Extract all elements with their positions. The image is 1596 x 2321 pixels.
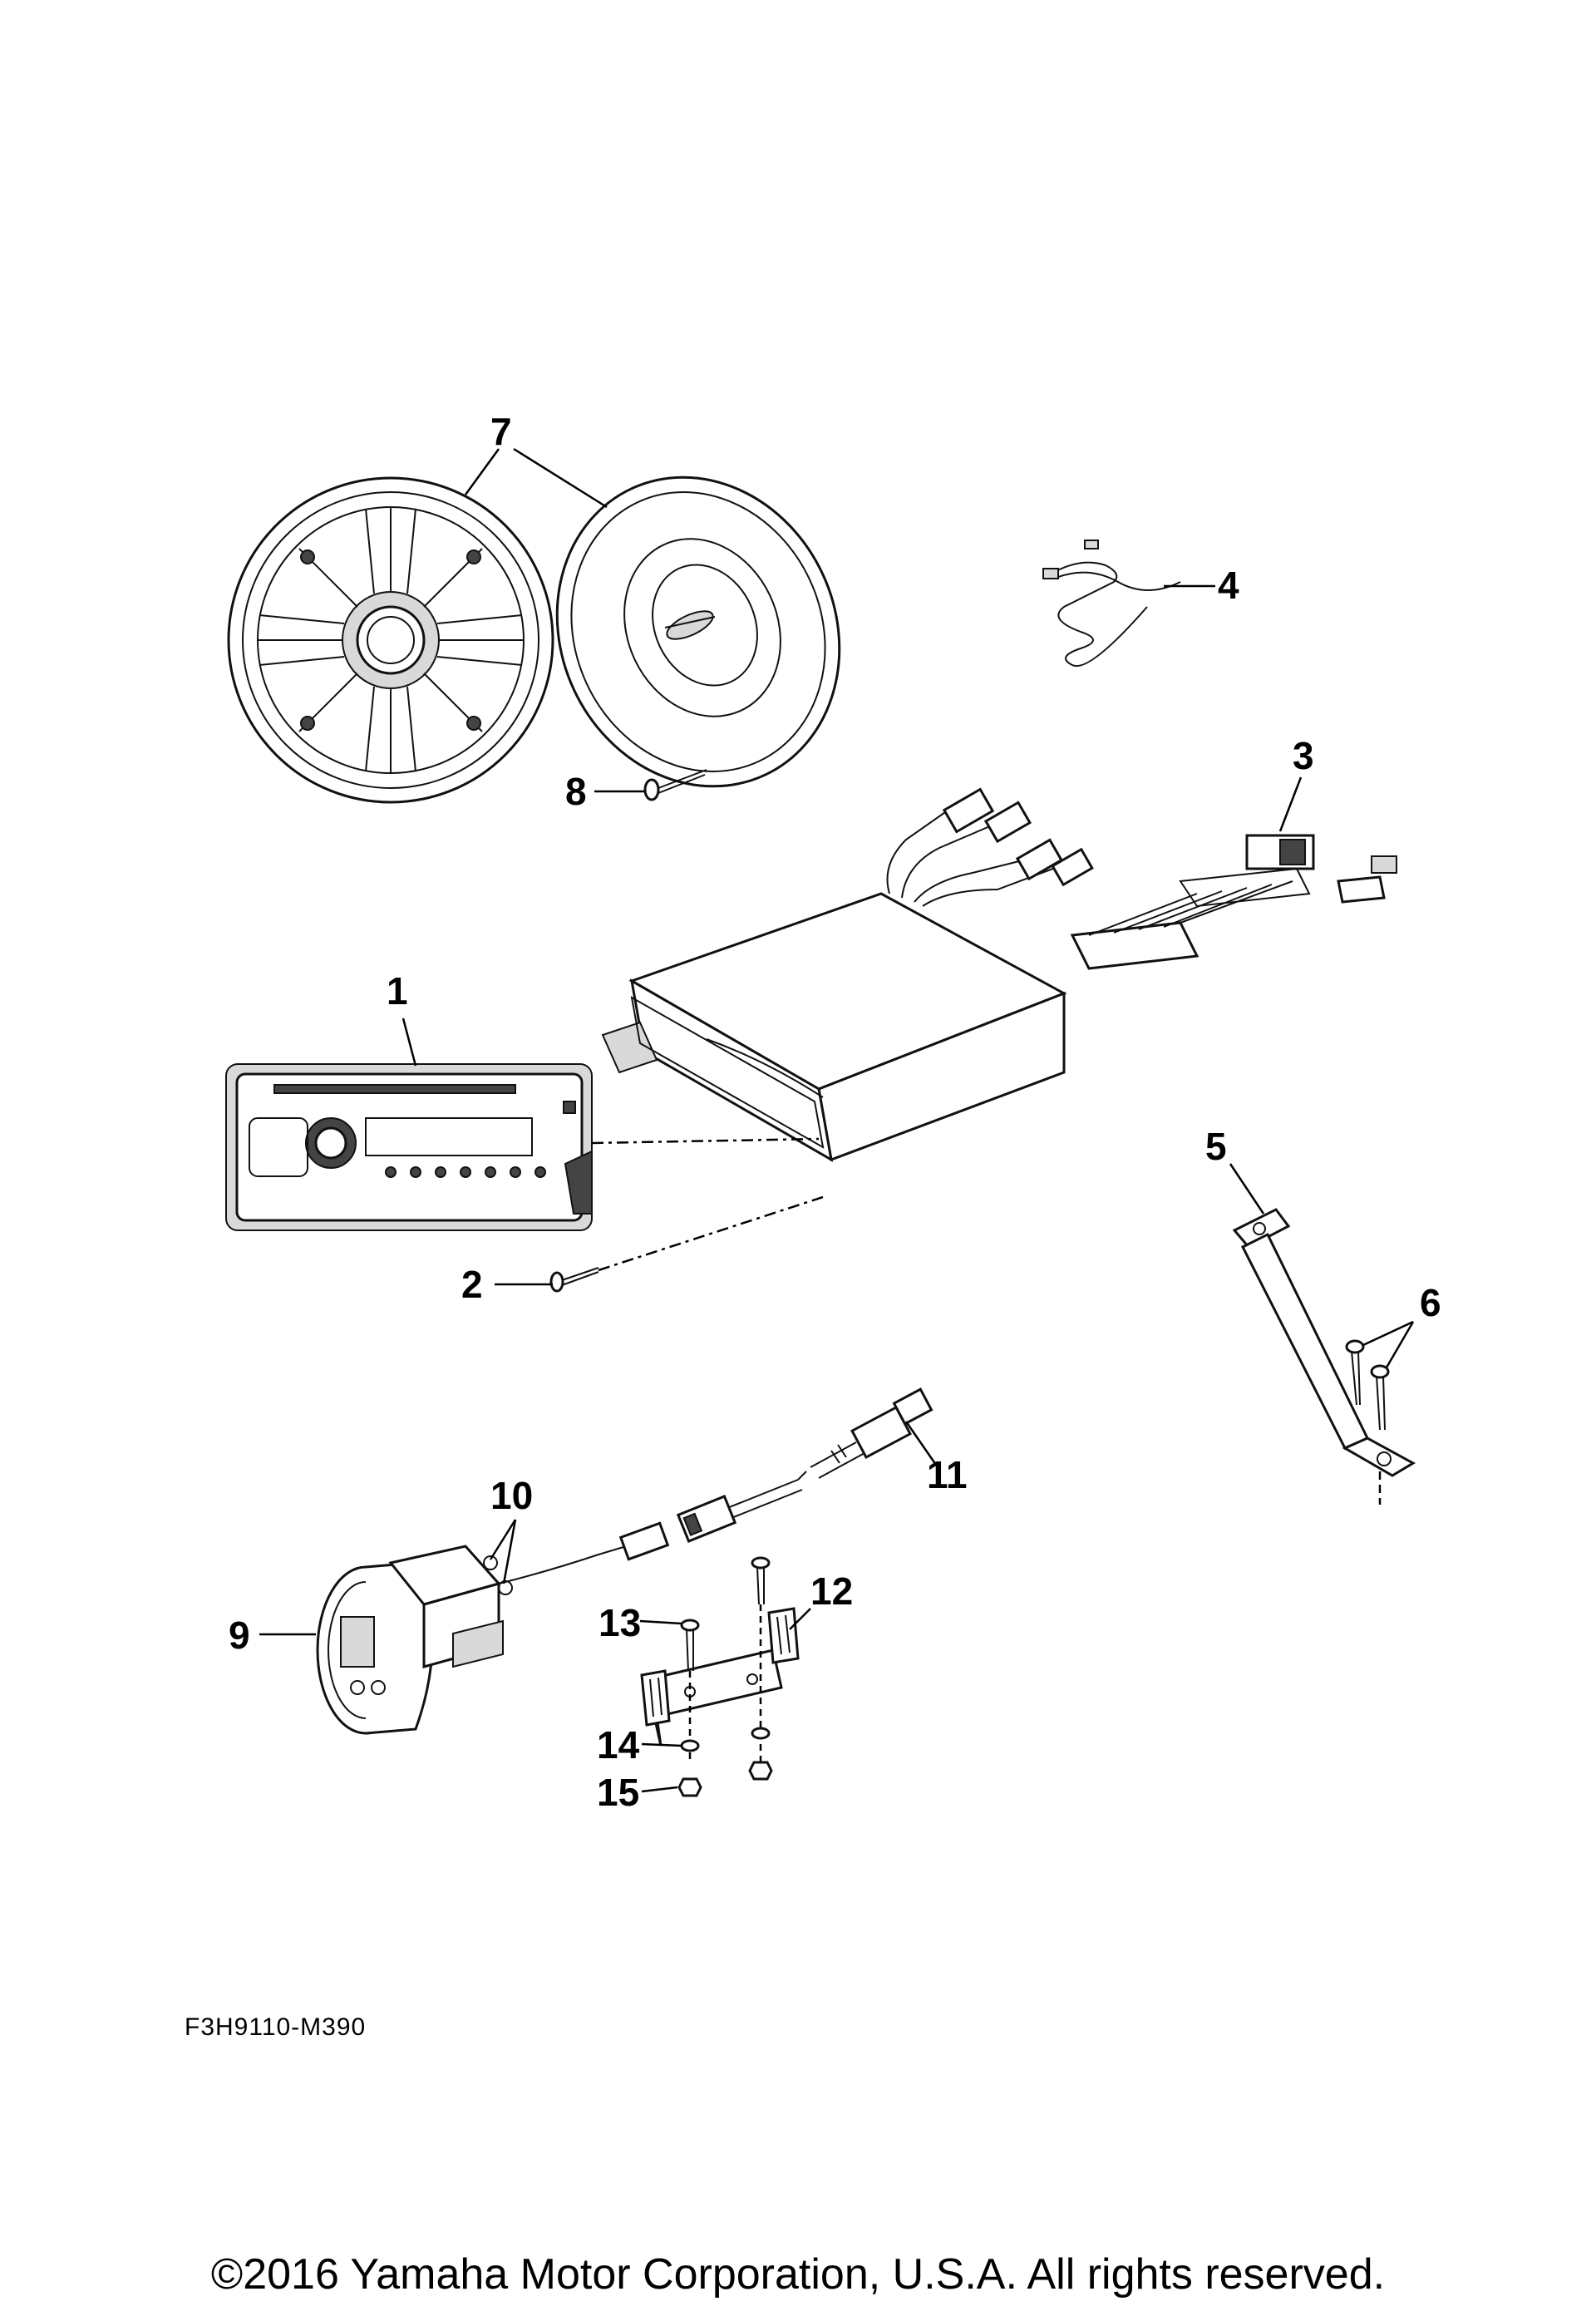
screw-8: [643, 769, 707, 801]
callout-11: 11: [927, 1453, 968, 1496]
callout-10: 10: [490, 1474, 533, 1517]
callout-14: 14: [597, 1723, 640, 1767]
figure-code: F3H9110-M390: [185, 2013, 367, 2041]
head-unit-chassis: [601, 787, 1094, 1162]
screws-6: [1345, 1339, 1390, 1431]
callout-4: 4: [1218, 564, 1239, 607]
callout-3: 3: [1293, 734, 1314, 777]
callout-2: 2: [461, 1263, 483, 1306]
callout-12: 12: [810, 1570, 853, 1613]
head-unit: [225, 1063, 820, 1231]
callout-labels: 1 2 3 4 5 6 7 8 9 10 11 12 13 14 15: [229, 410, 1441, 1814]
leader-lines: [259, 447, 1415, 1793]
wire-harness: [1070, 834, 1397, 970]
bracket: [1232, 1208, 1416, 1505]
wire-lead: [1042, 540, 1181, 668]
callout-13: 13: [598, 1601, 641, 1644]
remote-housing: [388, 1521, 670, 1668]
callout-8: 8: [565, 770, 587, 813]
copyright-notice: ©2016 Yamaha Motor Corporation, U.S.A. A…: [210, 2250, 1386, 2299]
callout-15: 15: [597, 1771, 639, 1814]
nuts-15: [677, 1761, 773, 1797]
callout-5: 5: [1205, 1125, 1227, 1168]
callout-9: 9: [229, 1614, 250, 1657]
remote-display: [316, 1561, 434, 1735]
speaker: [555, 476, 841, 788]
callout-6: 6: [1420, 1281, 1441, 1324]
callout-7: 7: [490, 410, 512, 453]
washers-14: [680, 1727, 771, 1752]
screw-2: [549, 1195, 824, 1293]
usb-cable: [676, 1387, 933, 1543]
mount-bracket: [640, 1607, 800, 1747]
speaker-grille: [227, 476, 554, 804]
callout-1: 1: [387, 969, 408, 1013]
